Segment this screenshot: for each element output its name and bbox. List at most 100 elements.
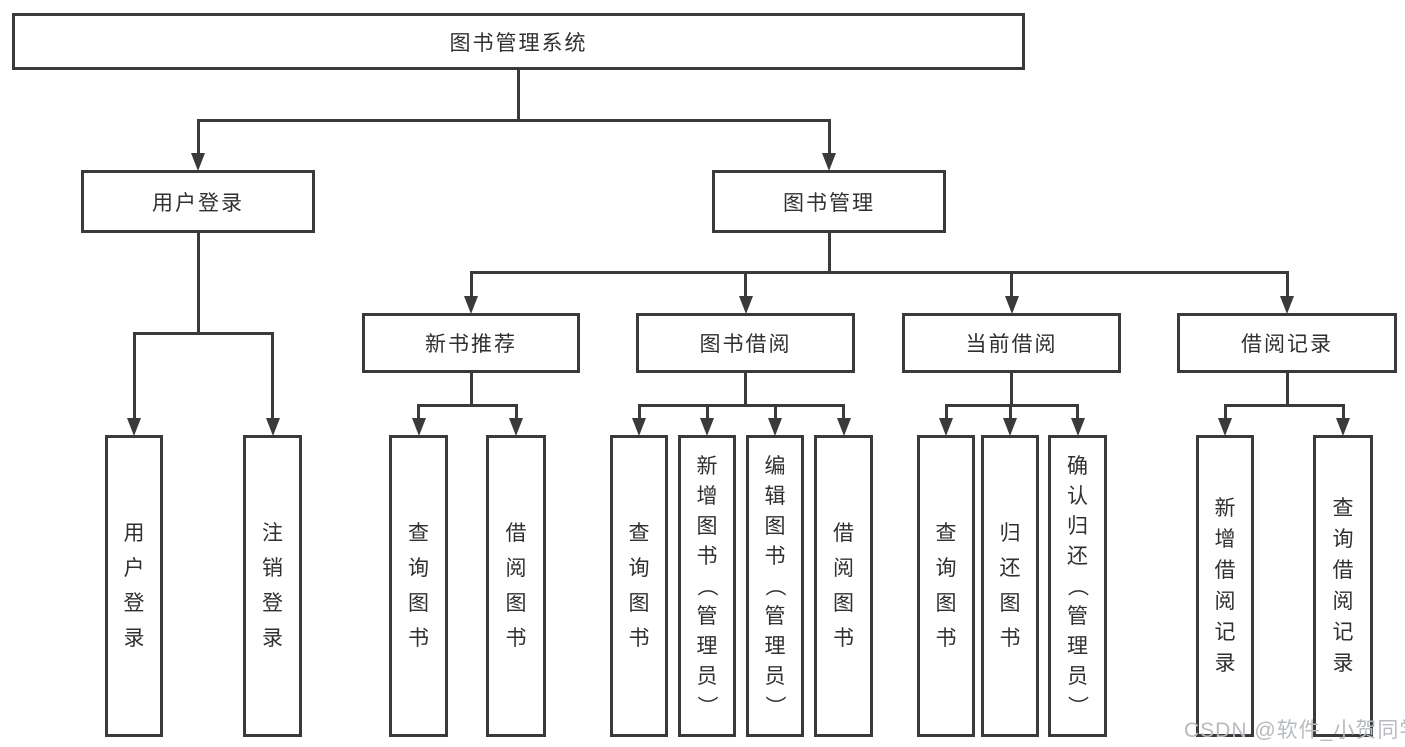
vertical-char: 阅 [1214,590,1236,613]
arrowhead-down-icon [632,418,646,436]
node-leaf-logout: 注销登录 [243,435,302,737]
vertical-char: 管 [696,604,718,628]
connector-drop-leaf-logout [271,333,274,421]
arrowhead-down-icon [1070,418,1085,436]
connector-drop-borrow-records [1285,272,1289,299]
arrowhead-down-icon [265,418,280,436]
vertical-char: 注 [262,522,283,545]
vertical-char: 查 [935,522,957,545]
vertical-char: 阅 [1332,590,1354,613]
arrowhead-down-icon [509,418,523,436]
node-leaf-cb-query: 查询图书 [917,435,975,737]
arrowhead-down-icon [1218,418,1232,436]
connector-rail-current-borrow [944,403,1079,407]
connector-drop-leaf-bb-add [705,405,709,421]
vertical-char: 管 [764,604,786,628]
connector-stem-book-borrow [744,373,747,407]
vertical-char: 询 [935,557,957,580]
connector-drop-book-borrow [744,272,747,299]
vertical-char: 登 [123,592,145,615]
node-label-current-borrow: 当前借阅 [965,333,1058,356]
connector-drop-current-borrow [1010,272,1013,299]
node-leaf-bb-edit: 编辑图书（管理员） [746,435,804,737]
vertical-char: （ [763,575,787,597]
arrowhead-down-icon [836,418,851,436]
connector-stem-new-book-rec [469,373,473,407]
node-label-book-borrow: 图书借阅 [699,333,792,356]
vertical-char: 书 [935,627,957,650]
vertical-char: 理 [764,634,786,658]
node-label-user-login: 用户登录 [152,191,244,215]
vertical-char: 借 [505,522,527,545]
vertical-char: （ [695,575,719,597]
vertical-char: 查 [1332,497,1354,520]
vertical-char: 新 [696,454,718,478]
vertical-char: 管 [1067,604,1088,628]
connector-stem-user-login [196,233,200,335]
arrowhead-down-icon [939,418,953,436]
vertical-char: 借 [1214,559,1236,582]
vertical-char: 还 [1067,544,1088,568]
vertical-char: 询 [408,557,429,580]
node-leaf-br-query: 查询借阅记录 [1313,435,1373,737]
vertical-char: 认 [1067,484,1088,508]
vertical-char: 借 [833,522,854,545]
connector-rail-new-book-rec [417,403,518,407]
vertical-char: 图 [505,592,527,615]
node-label-leaf-cb-return: 归还图书 [984,438,1036,734]
node-label-leaf-bb-borrow: 借阅图书 [817,438,870,734]
vertical-char: 录 [262,627,283,650]
vertical-char: 书 [696,544,718,568]
node-leaf-bb-add: 新增图书（管理员） [678,435,736,737]
connector-drop-leaf-nb-query [417,405,420,421]
arrowhead-down-icon [700,418,714,436]
vertical-char: ） [1066,695,1089,717]
node-book-borrow: 图书借阅 [636,313,855,373]
vertical-char: 确 [1067,454,1088,478]
vertical-char: 书 [833,627,854,650]
connector-drop-new-book-rec [469,272,473,299]
arrowhead-down-icon [822,153,836,171]
vertical-char: 借 [1332,559,1354,582]
connector-drop-leaf-cb-confirm [1076,405,1079,421]
vertical-char: 用 [123,522,145,545]
node-leaf-bb-query: 查询图书 [610,435,668,737]
watermark: CSDN @软件_小贺同学 [1184,719,1405,742]
vertical-char: 辑 [764,484,786,508]
node-root: 图书管理系统 [12,13,1025,70]
connector-drop-book-mgmt [827,120,831,156]
connector-stem-borrow-records [1285,373,1289,407]
connector-rail-book-mgmt [469,270,1289,274]
node-label-root: 图书管理系统 [449,31,588,55]
node-label-leaf-bb-add: 新增图书（管理员） [681,438,733,734]
connector-drop-leaf-nb-borrow [514,405,518,421]
arrowhead-down-icon [464,296,478,314]
vertical-char: 图 [764,514,786,538]
vertical-char: ） [763,695,787,717]
connector-rail-root [196,118,831,122]
vertical-char: 询 [1332,528,1354,551]
vertical-char: 书 [628,627,650,650]
vertical-char: ） [695,695,719,717]
vertical-char: 录 [1214,652,1236,675]
arrowhead-down-icon [1336,418,1350,436]
connector-drop-leaf-bb-borrow [842,405,845,421]
vertical-char: 图 [628,592,650,615]
node-leaf-cb-confirm: 确认归还（管理员） [1048,435,1107,737]
vertical-char: 录 [123,627,145,650]
node-label-leaf-cb-query: 查询图书 [920,438,972,734]
node-label-leaf-bb-edit: 编辑图书（管理员） [749,438,801,734]
vertical-char: 编 [764,454,786,478]
vertical-char: 询 [628,557,650,580]
vertical-char: 图 [999,592,1021,615]
connector-rail-book-borrow [637,403,845,407]
vertical-char: 销 [262,557,283,580]
node-leaf-nb-query: 查询图书 [389,435,448,737]
node-borrow-records: 借阅记录 [1177,313,1397,373]
vertical-char: 理 [696,634,718,658]
vertical-char: 增 [696,484,718,508]
node-leaf-user-login: 用户登录 [105,435,163,737]
node-current-borrow: 当前借阅 [902,313,1121,373]
connector-drop-user-login [196,120,200,156]
